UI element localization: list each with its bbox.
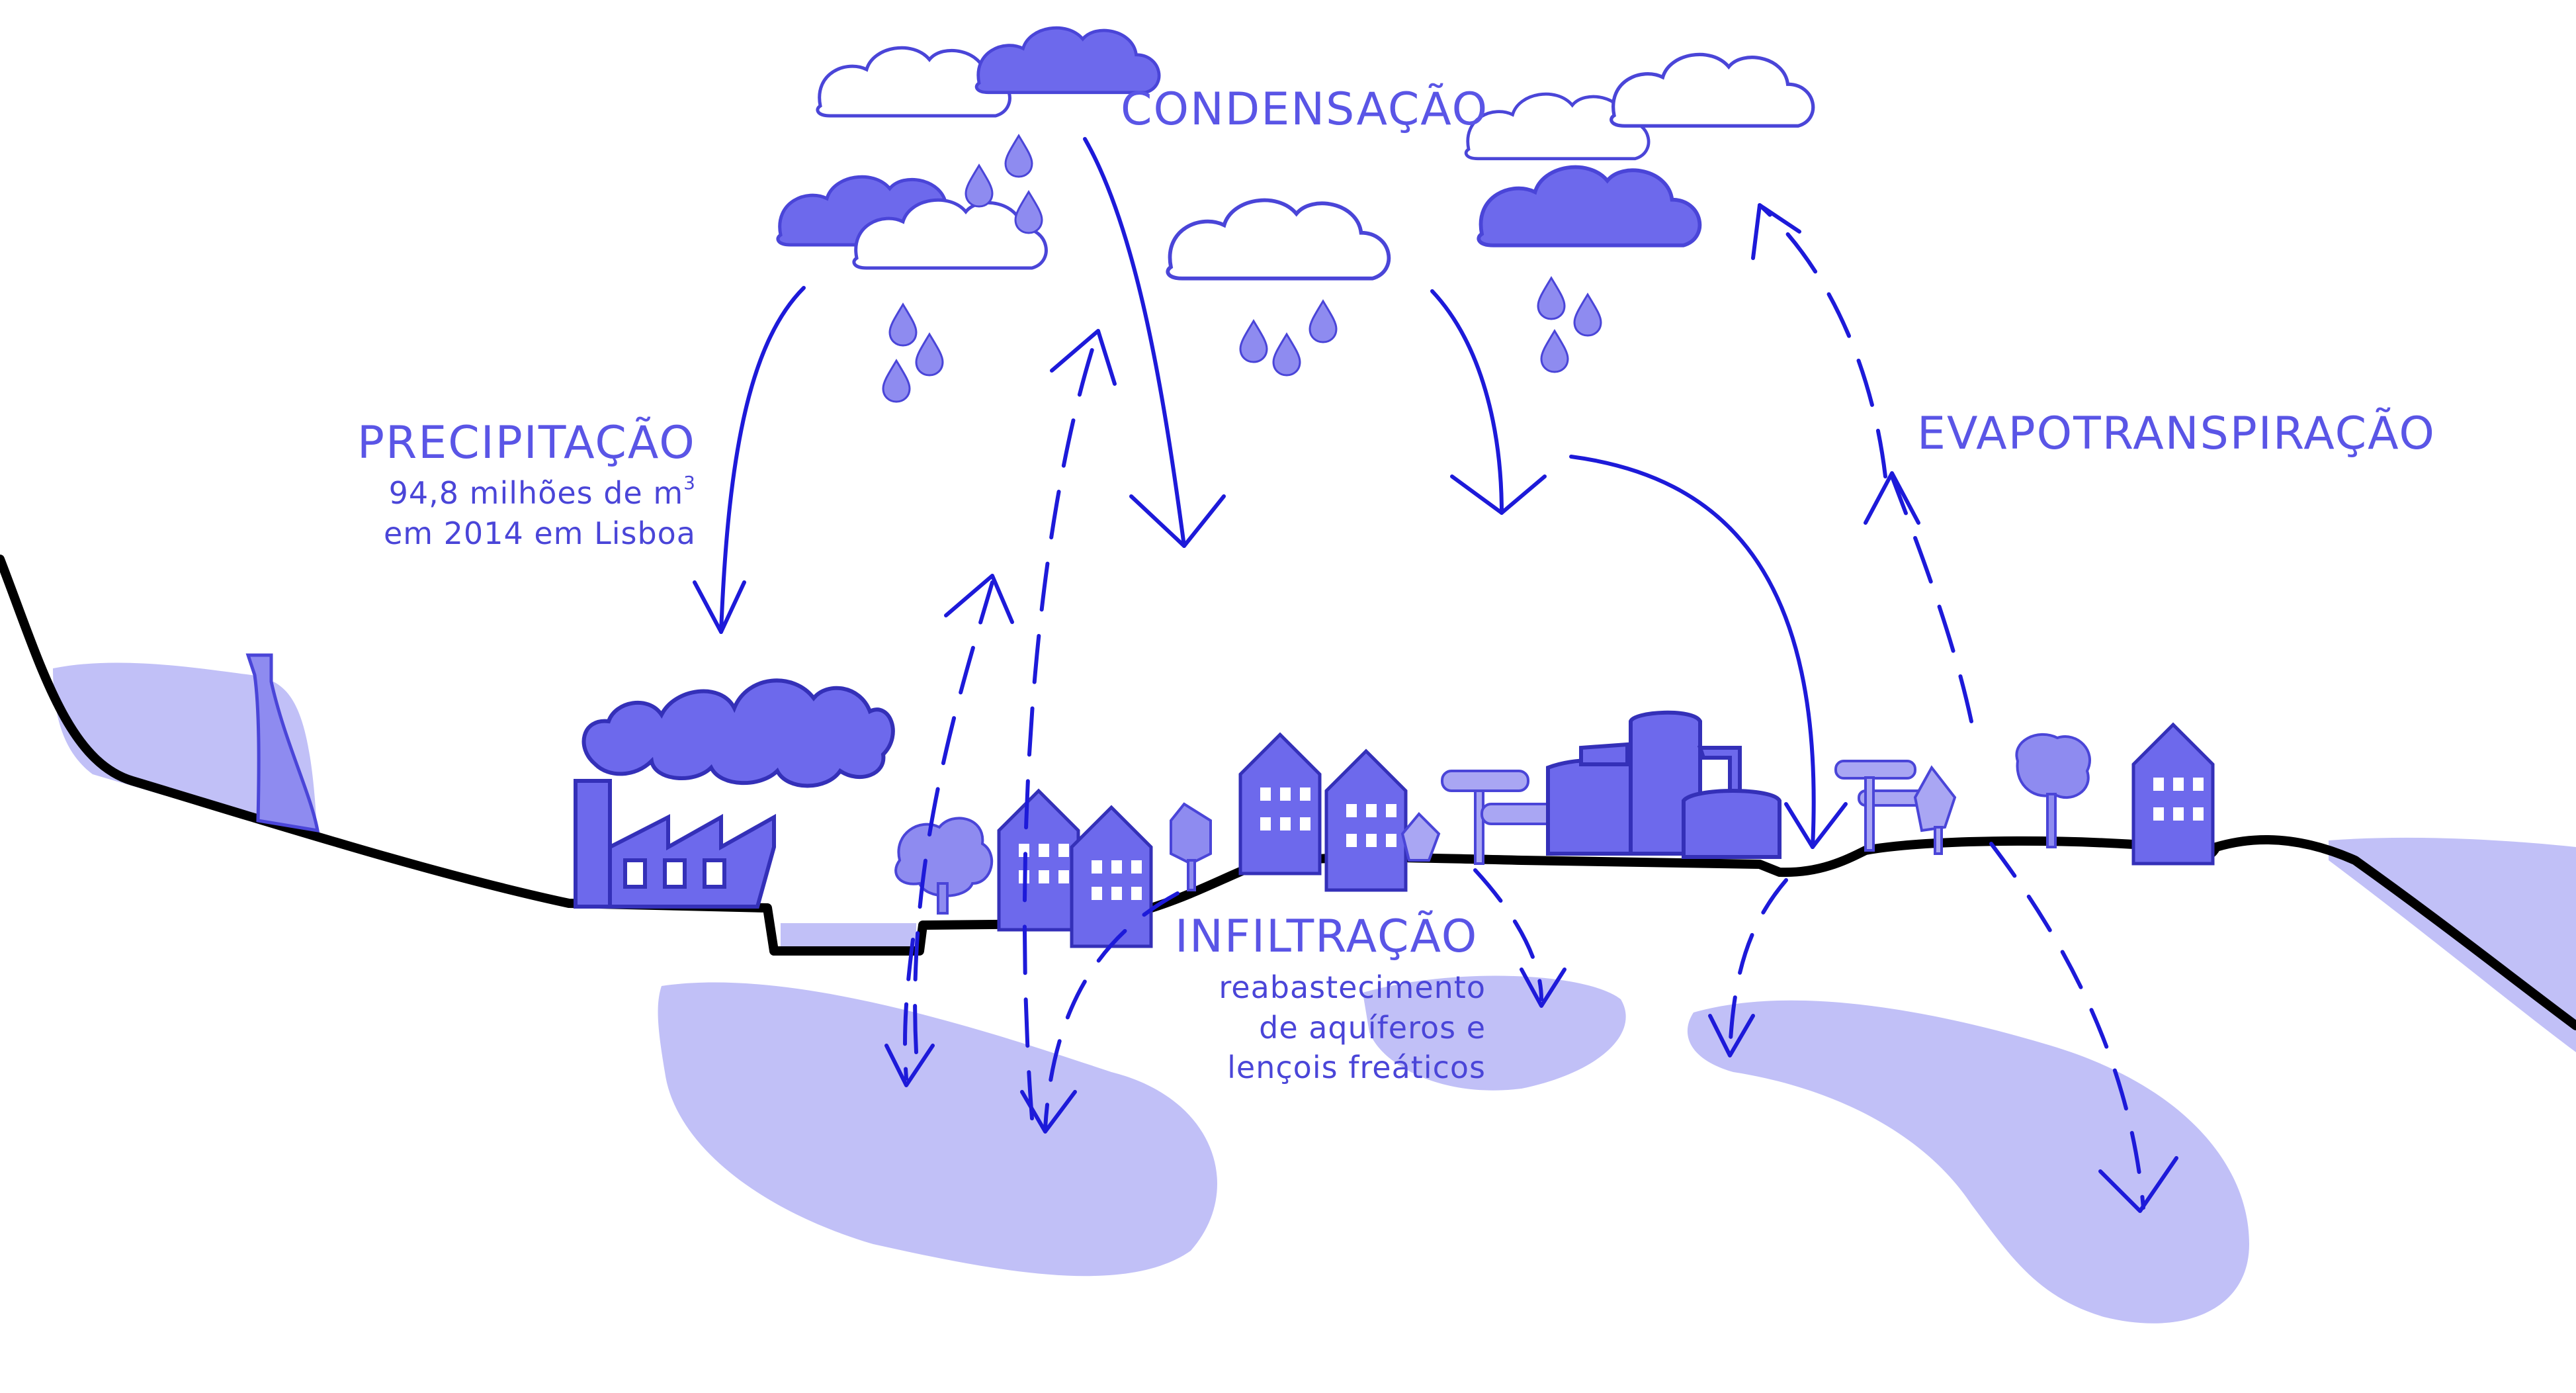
water-left-slope <box>53 662 318 840</box>
aquifer-left <box>658 982 1217 1277</box>
water-pool <box>781 923 916 948</box>
house-windows <box>2153 778 2204 821</box>
superscript-3: 3 <box>683 472 696 494</box>
tree-icon <box>1170 802 1212 891</box>
label-evapotranspiracao: EVAPOTRANSPIRAÇÃO <box>1917 408 2436 460</box>
precipitation-arrows <box>693 137 1848 849</box>
tree-icon <box>1400 770 1569 865</box>
aquifer-right <box>1687 1000 2249 1324</box>
precipitacao-line1: 94,8 milhões de m3 <box>388 472 696 511</box>
precipitacao-line2: em 2014 em Lisboa <box>383 515 696 551</box>
tree-icon <box>1834 760 1957 855</box>
evaporation-arrows <box>913 203 1973 1120</box>
smoke-icon <box>581 678 895 788</box>
infiltracao-line3: lençois freáticos <box>1227 1050 1486 1086</box>
cloud-icon <box>778 28 1813 279</box>
house-icon <box>2133 725 2213 864</box>
house-icon <box>1240 735 1406 890</box>
house-icon <box>999 791 1151 946</box>
infiltracao-line2: de aquíferos e <box>1259 1009 1486 1046</box>
infiltration-arrowheads <box>884 967 2178 1213</box>
label-condensacao: CONDENSAÇÃO <box>1121 83 1489 136</box>
aquifer-mid <box>1363 975 1626 1091</box>
infiltracao-line1: reabastecimento <box>1219 969 1486 1005</box>
precipitacao-detail: 94,8 milhões de m3 em 2014 em Lisboa <box>357 471 696 553</box>
house-windows <box>1260 787 1396 847</box>
aquifers <box>53 662 2576 1324</box>
infiltration-arrows <box>903 842 2145 1210</box>
tree-icon <box>894 817 994 915</box>
storage-tank-icon <box>1546 710 1782 859</box>
factory-icon <box>574 779 776 909</box>
infiltracao-detail: reabastecimento de aquíferos e lençois f… <box>1184 967 1486 1088</box>
chimney-icon <box>245 653 320 833</box>
tree-icon <box>2015 733 2091 848</box>
label-precipitacao: PRECIPITAÇÃO <box>357 417 696 469</box>
evaporation-arrowheads <box>944 203 1920 624</box>
label-infiltracao: INFILTRAÇÃO <box>1175 911 1479 963</box>
